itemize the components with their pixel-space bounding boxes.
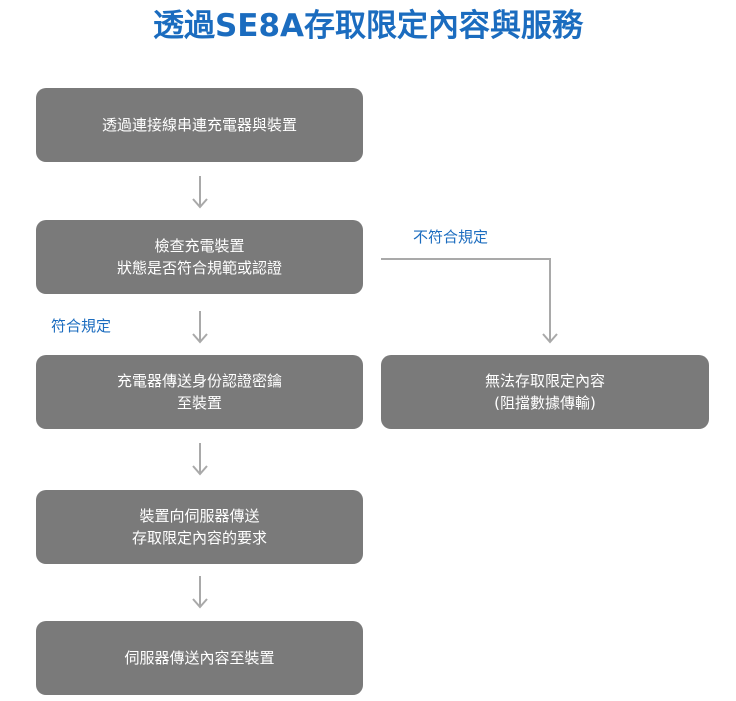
label-fail: 不符合規定 xyxy=(413,228,489,246)
diagram-title: 透過SE8A存取限定內容與服務 xyxy=(152,8,584,44)
step-text: 透過連接線串連充電器與裝置 xyxy=(101,116,297,134)
step-server-sends-content: 伺服器傳送內容至裝置 xyxy=(36,621,363,695)
arrow-down-icon xyxy=(192,443,208,476)
arrow-down-icon xyxy=(192,576,208,609)
reject-connector-arrow xyxy=(381,258,558,344)
step-send-auth-key: 充電器傳送身份認證密鑰 至裝置 xyxy=(36,355,363,429)
step-text: 至裝置 xyxy=(176,394,222,412)
step-text: 存取限定內容的要求 xyxy=(131,529,267,547)
reject-text: 無法存取限定內容 xyxy=(484,372,605,390)
step-connect-charger: 透過連接線串連充電器與裝置 xyxy=(36,88,363,162)
label-pass: 符合規定 xyxy=(51,317,112,335)
step-check-compliance: 檢查充電裝置 狀態是否符合規範或認證 xyxy=(36,220,363,294)
step-text: 狀態是否符合規範或認證 xyxy=(116,259,282,277)
reject-text: (阻擋數據傳輸) xyxy=(494,394,596,412)
step-text: 裝置向伺服器傳送 xyxy=(139,507,260,525)
step-request-content: 裝置向伺服器傳送 存取限定內容的要求 xyxy=(36,490,363,564)
reject-box: 無法存取限定內容 (阻擋數據傳輸) xyxy=(381,355,709,429)
arrow-down-icon xyxy=(192,176,208,209)
arrow-down-icon xyxy=(192,311,208,344)
step-text: 充電器傳送身份認證密鑰 xyxy=(116,372,282,390)
step-text: 伺服器傳送內容至裝置 xyxy=(124,649,275,667)
step-text: 檢查充電裝置 xyxy=(154,237,245,255)
